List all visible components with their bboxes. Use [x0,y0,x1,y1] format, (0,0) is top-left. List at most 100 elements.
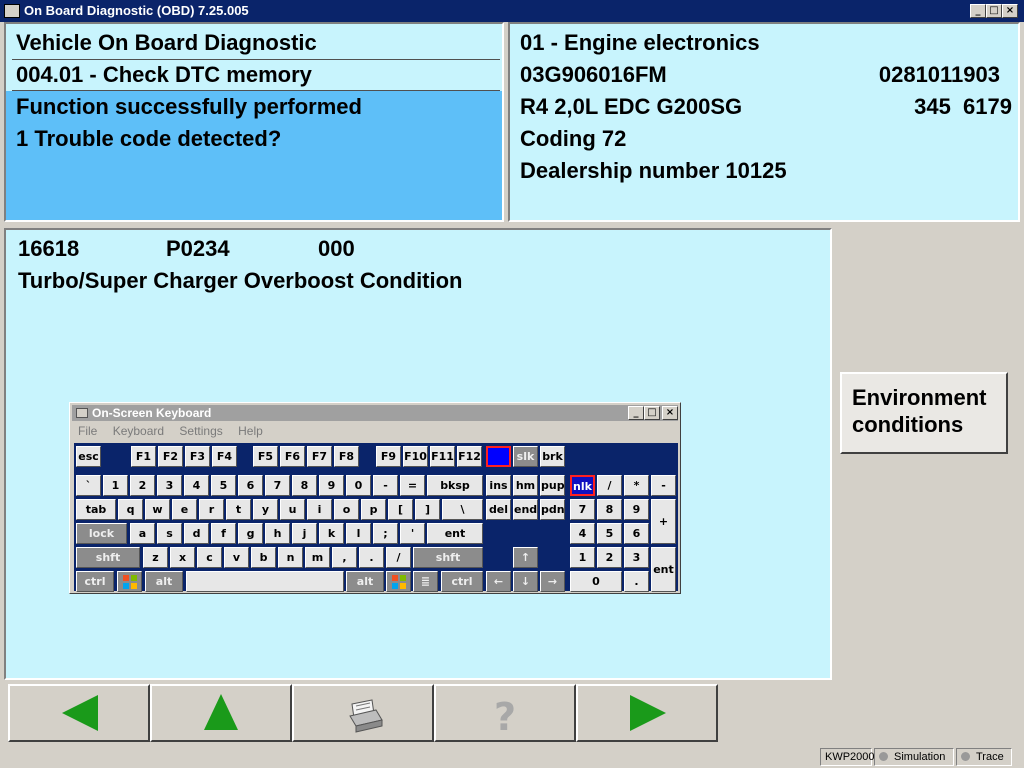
key-brk[interactable]: brk [540,446,565,467]
key-o[interactable]: o [334,499,359,520]
key-f1[interactable]: F1 [131,446,156,467]
key-f12[interactable]: F12 [457,446,482,467]
help-button[interactable]: ? [434,684,576,742]
key-menu-icon[interactable]: ≣ [413,571,438,592]
key-num-0[interactable]: 0 [570,571,622,592]
print-button[interactable] [292,684,434,742]
key-j[interactable]: j [292,523,317,544]
key-f7[interactable]: F7 [307,446,332,467]
key-num-7[interactable]: 7 [570,499,595,520]
key-home[interactable]: hm [513,475,538,496]
back-button[interactable] [8,684,150,742]
key-1[interactable]: 1 [103,475,128,496]
key-f5[interactable]: F5 [253,446,278,467]
key-del[interactable]: del [486,499,511,520]
key-f[interactable]: f [211,523,236,544]
key-windows-right-icon[interactable] [386,571,411,592]
key-a[interactable]: a [130,523,155,544]
maximize-icon[interactable]: □ [986,4,1002,18]
osk-close-icon[interactable]: × [662,406,678,420]
key-num-2[interactable]: 2 [597,547,622,568]
key-enter[interactable]: ent [427,523,483,544]
key-rbracket[interactable]: ] [415,499,440,520]
key-quote[interactable]: ' [400,523,425,544]
key-pgdn[interactable]: pdn [540,499,565,520]
key-num-1[interactable]: 1 [570,547,595,568]
key-alt-right[interactable]: alt [346,571,384,592]
key-f9[interactable]: F9 [376,446,401,467]
key-g[interactable]: g [238,523,263,544]
key-3[interactable]: 3 [157,475,182,496]
key-pgup[interactable]: pup [540,475,565,496]
key-right-arrow-icon[interactable]: → [540,571,565,592]
key-q[interactable]: q [118,499,143,520]
key-num-8[interactable]: 8 [597,499,622,520]
key-minus[interactable]: - [373,475,398,496]
key-b[interactable]: b [251,547,276,568]
key-4[interactable]: 4 [184,475,209,496]
key-windows-icon[interactable] [117,571,142,592]
key-f3[interactable]: F3 [185,446,210,467]
key-f10[interactable]: F10 [403,446,428,467]
key-7[interactable]: 7 [265,475,290,496]
key-m[interactable]: m [305,547,330,568]
key-numlock[interactable]: nlk [570,475,595,496]
key-d[interactable]: d [184,523,209,544]
key-u[interactable]: u [280,499,305,520]
key-r[interactable]: r [199,499,224,520]
key-equals[interactable]: = [400,475,425,496]
key-comma[interactable]: , [332,547,357,568]
key-period[interactable]: . [359,547,384,568]
key-h[interactable]: h [265,523,290,544]
key-9[interactable]: 9 [319,475,344,496]
key-space[interactable] [186,571,344,592]
key-num-3[interactable]: 3 [624,547,649,568]
key-8[interactable]: 8 [292,475,317,496]
key-num-add[interactable]: + [651,499,676,544]
key-f4[interactable]: F4 [212,446,237,467]
key-slk[interactable]: slk [513,446,538,467]
key-ins[interactable]: ins [486,475,511,496]
key-esc[interactable]: esc [76,446,101,467]
key-num-6[interactable]: 6 [624,523,649,544]
key-num-5[interactable]: 5 [597,523,622,544]
key-s[interactable]: s [157,523,182,544]
key-ctrl-right[interactable]: ctrl [441,571,483,592]
key-backslash[interactable]: \ [442,499,483,520]
key-num-enter[interactable]: ent [651,547,676,592]
osk-maximize-icon[interactable]: □ [644,406,660,420]
key-backspace[interactable]: bksp [427,475,483,496]
key-lbracket[interactable]: [ [388,499,413,520]
osk-menu-file[interactable]: File [78,424,98,438]
key-prtscn[interactable] [486,446,511,467]
key-shift-left[interactable]: shft [76,547,140,568]
key-ctrl-left[interactable]: ctrl [76,571,114,592]
key-f6[interactable]: F6 [280,446,305,467]
key-end[interactable]: end [513,499,538,520]
up-button[interactable] [150,684,292,742]
key-w[interactable]: w [145,499,170,520]
key-z[interactable]: z [143,547,168,568]
key-5[interactable]: 5 [211,475,236,496]
key-f2[interactable]: F2 [158,446,183,467]
minimize-icon[interactable]: _ [970,4,986,18]
osk-minimize-icon[interactable]: _ [628,406,644,420]
key-x[interactable]: x [170,547,195,568]
key-num-9[interactable]: 9 [624,499,649,520]
key-num-subtract[interactable]: - [651,475,676,496]
key-k[interactable]: k [319,523,344,544]
key-num-multiply[interactable]: * [624,475,649,496]
key-l[interactable]: l [346,523,371,544]
osk-menu-settings[interactable]: Settings [179,424,223,438]
key-c[interactable]: c [197,547,222,568]
key-2[interactable]: 2 [130,475,155,496]
key-p[interactable]: p [361,499,386,520]
key-f11[interactable]: F11 [430,446,455,467]
osk-menu-keyboard[interactable]: Keyboard [112,424,165,438]
key-n[interactable]: n [278,547,303,568]
key-slash[interactable]: / [386,547,411,568]
environment-conditions-button[interactable]: Environment conditions [840,372,1008,454]
key-down-arrow-icon[interactable]: ↓ [513,571,538,592]
key-left-arrow-icon[interactable]: ← [486,571,511,592]
app-car-icon[interactable] [4,4,20,18]
